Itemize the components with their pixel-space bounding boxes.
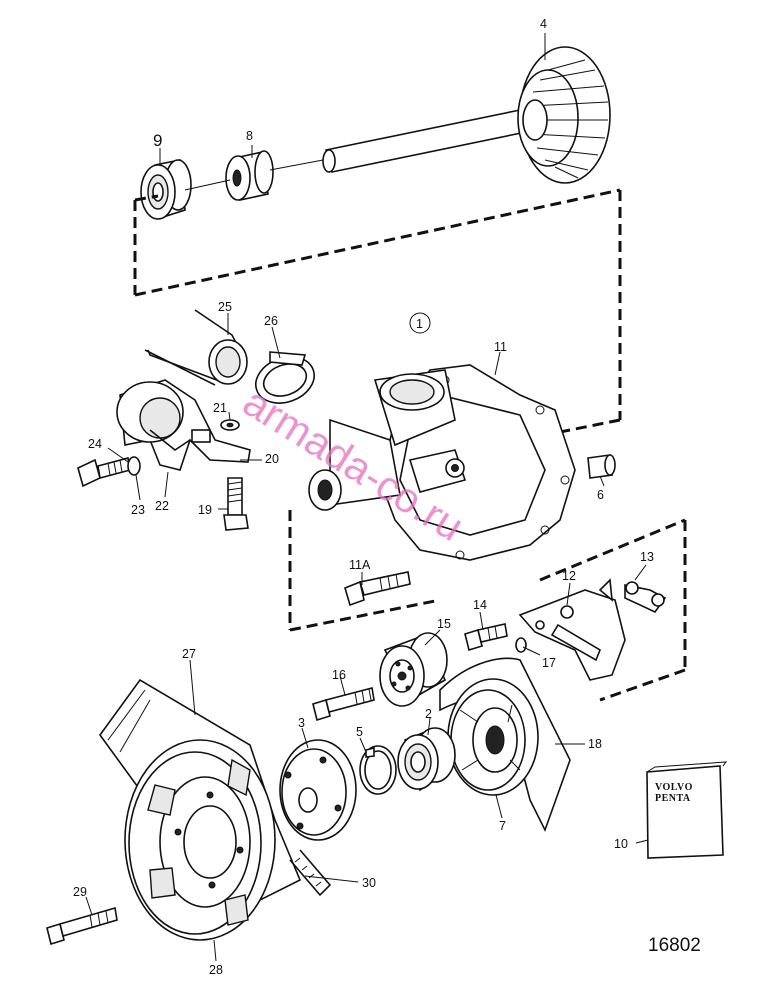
tension-pulley-15 [379,632,448,707]
part-label-23: 23 [131,503,145,517]
part-label-28: 28 [209,963,223,977]
group-marker-circle [409,312,431,334]
instruction-booklet-10: VOLVO PENTA [646,761,728,859]
pipe-25 [144,309,248,386]
part-label-22: 22 [155,499,169,513]
part-label-24: 24 [88,437,102,451]
part-label-14: 14 [473,598,487,612]
bearing-2 [397,727,456,792]
tensioner-bracket-12 [518,578,626,681]
part-label-18: 18 [588,737,602,751]
bearing-9 [140,159,192,220]
part-label-5: 5 [356,725,363,739]
part-label-15: 15 [437,617,451,631]
part-label-13: 13 [640,550,654,564]
part-label-20: 20 [265,452,279,466]
part-label-4: 4 [540,17,547,31]
part-label-17: 17 [542,656,556,670]
hose-clamp-26 [255,351,315,404]
part-label-3: 3 [298,716,305,730]
part-label-26: 26 [264,314,278,328]
seal-8 [225,150,274,201]
bolt-16 [312,687,375,722]
impeller-shaft [322,46,611,184]
bolt-11a [344,571,411,607]
part-label-6: 6 [597,488,604,502]
figure-number: 16802 [648,935,701,956]
circlip-5 [359,745,397,795]
part-label-12: 12 [562,569,576,583]
leader-lines [85,33,649,962]
part-label-29: 29 [73,885,87,899]
part-label-8: 8 [246,129,253,143]
group-marker: 1 [416,317,423,331]
assembly-bracket-lower [288,510,687,702]
crank-pulley-28 [124,739,276,941]
toothed-belt-30 [289,849,332,897]
part-label-9: 9 [153,131,162,150]
part-labels: 4 9 8 25 26 1 11 21 20 24 23 22 19 6 11A… [73,17,654,977]
plug-6 [587,454,616,479]
pump-housing-11 [308,364,576,561]
part-label-7: 7 [499,819,506,833]
pulley-7 [447,678,539,796]
part-label-16: 16 [332,668,346,682]
part-label-25: 25 [218,300,232,314]
part-label-27: 27 [182,647,196,661]
assembly-bracket-top [133,188,622,437]
bolt-29 [46,906,118,946]
part-label-21: 21 [213,401,227,415]
washer-17 [515,637,527,653]
booklet-logo-volvo: VOLVO [655,782,693,793]
part-label-10: 10 [614,837,628,851]
booklet-logo-penta: PENTA [655,793,691,804]
bolt-19 [223,477,249,531]
bolt-24 [77,457,131,488]
part-label-30: 30 [362,876,376,890]
link-plate-13 [624,581,667,614]
hub-flange-3 [279,739,357,841]
part-label-11: 11 [494,340,507,354]
washer-23 [127,456,141,476]
part-label-11a: 11A [349,558,371,572]
clamp-bracket-22 [116,379,251,471]
part-label-19: 19 [198,503,212,517]
part-label-2: 2 [425,707,432,721]
bolt-14 [464,623,508,652]
